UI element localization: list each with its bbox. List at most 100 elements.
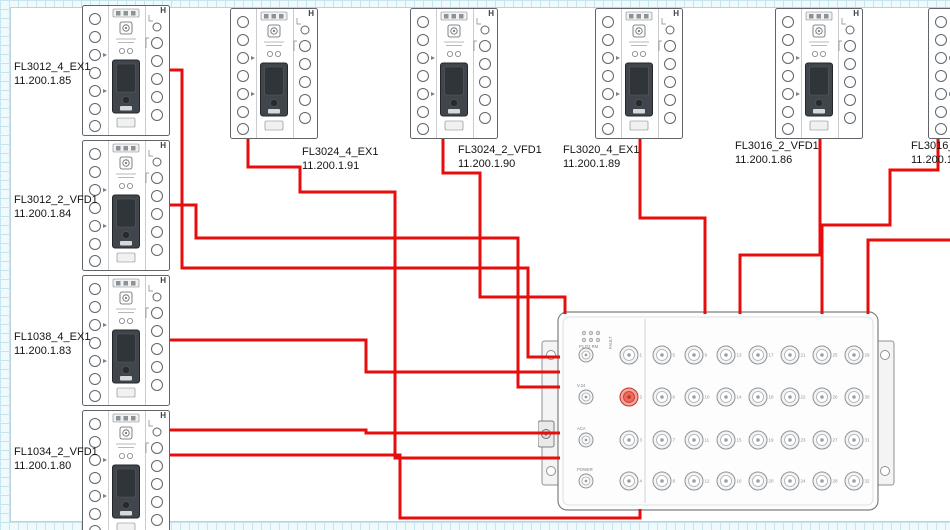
device-ip: 11.200.1.85 (14, 75, 72, 88)
cable-FL3024_2_VFD1[interactable] (441, 139, 567, 314)
mounting-ear-left (538, 340, 561, 486)
device-label[interactable]: FL3024_4_EX1 11.200.1.91 (302, 145, 378, 174)
port-number: 18 (769, 395, 775, 400)
switch-port: 27 (812, 430, 839, 450)
switch-port: 28 (812, 471, 839, 491)
device-module[interactable]: H (82, 5, 170, 136)
device-name: FL3016_2_VFD1 (735, 140, 819, 152)
port-number: 23 (801, 438, 807, 443)
device-label[interactable]: FL3016_2_VFD1 11.200.1.86 (735, 139, 819, 168)
switch-port: 14 (716, 387, 743, 407)
device-ip: 11.200.1.89 (563, 158, 621, 171)
switch-port: 24 (780, 471, 807, 491)
port-number: 28 (833, 479, 839, 484)
switch-port: 13 (716, 345, 742, 365)
switch-port: 6 (652, 387, 676, 407)
device-module[interactable]: H (230, 8, 318, 139)
switch-port: 17 (748, 345, 775, 365)
port-number: 17 (769, 353, 775, 358)
port-number: 16 (737, 479, 743, 484)
device-ip: 11.200.1.91 (302, 160, 360, 173)
cable-FL3016_2_VFD1[interactable] (738, 139, 822, 314)
port-number: 22 (801, 395, 807, 400)
switch-port: 30 (844, 387, 871, 407)
device-label[interactable]: FL1038_4_EX1 11.200.1.83 (14, 330, 90, 359)
port-number: 9 (705, 353, 708, 358)
module-graphic (928, 8, 950, 139)
port-number: 6 (673, 395, 676, 400)
device-name: FL3024_4_EX1 (302, 146, 379, 158)
cable-FL1034_2_VFD1[interactable] (170, 453, 642, 520)
switch-port: 15 (716, 430, 743, 450)
port-number: 10 (705, 395, 711, 400)
port-number: 27 (833, 438, 839, 443)
module-port-badge: H (160, 6, 166, 15)
device-name: FL1038_4_EX1 (14, 331, 91, 343)
mounting-ear-right (875, 340, 895, 486)
switch-port: 29 (844, 345, 870, 365)
cable-FL1034_2_VFD1[interactable] (170, 428, 560, 435)
device-module[interactable]: H (928, 8, 950, 139)
switch-port: 26 (812, 387, 838, 407)
device-name: FL3020_4_EX1 (563, 144, 640, 156)
device-module[interactable]: H (82, 410, 170, 530)
switch-port: 18 (748, 387, 775, 407)
port-number: 24 (801, 479, 807, 484)
switch-port: 10 (684, 387, 711, 407)
port-number: 1 (640, 353, 643, 358)
cable-offscreen-right[interactable] (866, 238, 950, 314)
device-module[interactable]: H (82, 275, 170, 406)
port-number: 30 (865, 395, 871, 400)
aux-connector: V.24 (577, 383, 594, 405)
module-port-badge: H (673, 9, 679, 18)
module-port-badge: H (488, 9, 494, 18)
port-number: 15 (737, 438, 743, 443)
device-label[interactable]: FL3020_4_EX1 11.200.1.89 (563, 143, 639, 172)
port-number: 19 (769, 438, 775, 443)
module-port-badge: H (160, 276, 166, 285)
switch-port: 20 (748, 471, 775, 491)
aux-label: ACA (577, 426, 586, 431)
port-number: 21 (801, 353, 807, 358)
device-ip: 11.200.1.86 (735, 154, 793, 167)
device-name: FL3024_2_VFD1 (458, 144, 542, 156)
device-module[interactable]: H (410, 8, 498, 139)
module-port-badge: H (853, 9, 859, 18)
cable-FL3012_2_VFD1[interactable] (170, 203, 560, 389)
switch-port: 25 (812, 345, 838, 365)
switch-port: 32 (844, 471, 870, 491)
aux-connector: ACA (577, 426, 594, 448)
switch-port: 19 (748, 430, 775, 450)
aux-label: POWER (577, 467, 593, 472)
switch-port: 9 (684, 345, 708, 365)
fault-label: FAULT (608, 336, 613, 349)
device-ip: 11.200.1.80 (14, 460, 72, 473)
cable-FL3012_4_EX1[interactable] (170, 68, 560, 359)
cable-FL3024_4_EX1[interactable] (246, 139, 560, 460)
port-number: 7 (673, 438, 676, 443)
cable-FL1038_4_EX1[interactable] (170, 338, 560, 374)
switch-port: 22 (780, 387, 807, 407)
device-module[interactable]: H (775, 8, 863, 139)
device-ip: 11.200.1.83 (14, 345, 72, 358)
device-module[interactable]: H (82, 140, 170, 271)
switch-port: 21 (780, 345, 807, 365)
led-label: P1 P2 RM (579, 344, 599, 349)
switch-port: 7 (652, 430, 676, 450)
device-module[interactable]: H (595, 8, 683, 139)
port-number: 31 (865, 438, 871, 443)
port-number: 14 (737, 395, 743, 400)
switch-port: 31 (844, 430, 871, 450)
port-number: 12 (705, 479, 711, 484)
port-number: 20 (769, 479, 775, 484)
cable-FL3020_4_EX1[interactable] (638, 139, 707, 314)
device-label[interactable]: FL3016_11.200.1. (911, 139, 950, 168)
module-port-badge: H (308, 9, 314, 18)
cable-FL3016_[interactable] (820, 139, 940, 314)
